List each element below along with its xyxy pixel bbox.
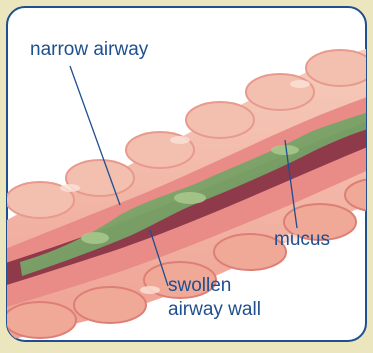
narrow-airway-label: narrow airway	[30, 40, 148, 60]
swollen-label-line2: airway wall	[168, 300, 261, 320]
mucus-label: mucus	[274, 230, 330, 250]
swollen-label-line1: swollen	[168, 276, 231, 296]
